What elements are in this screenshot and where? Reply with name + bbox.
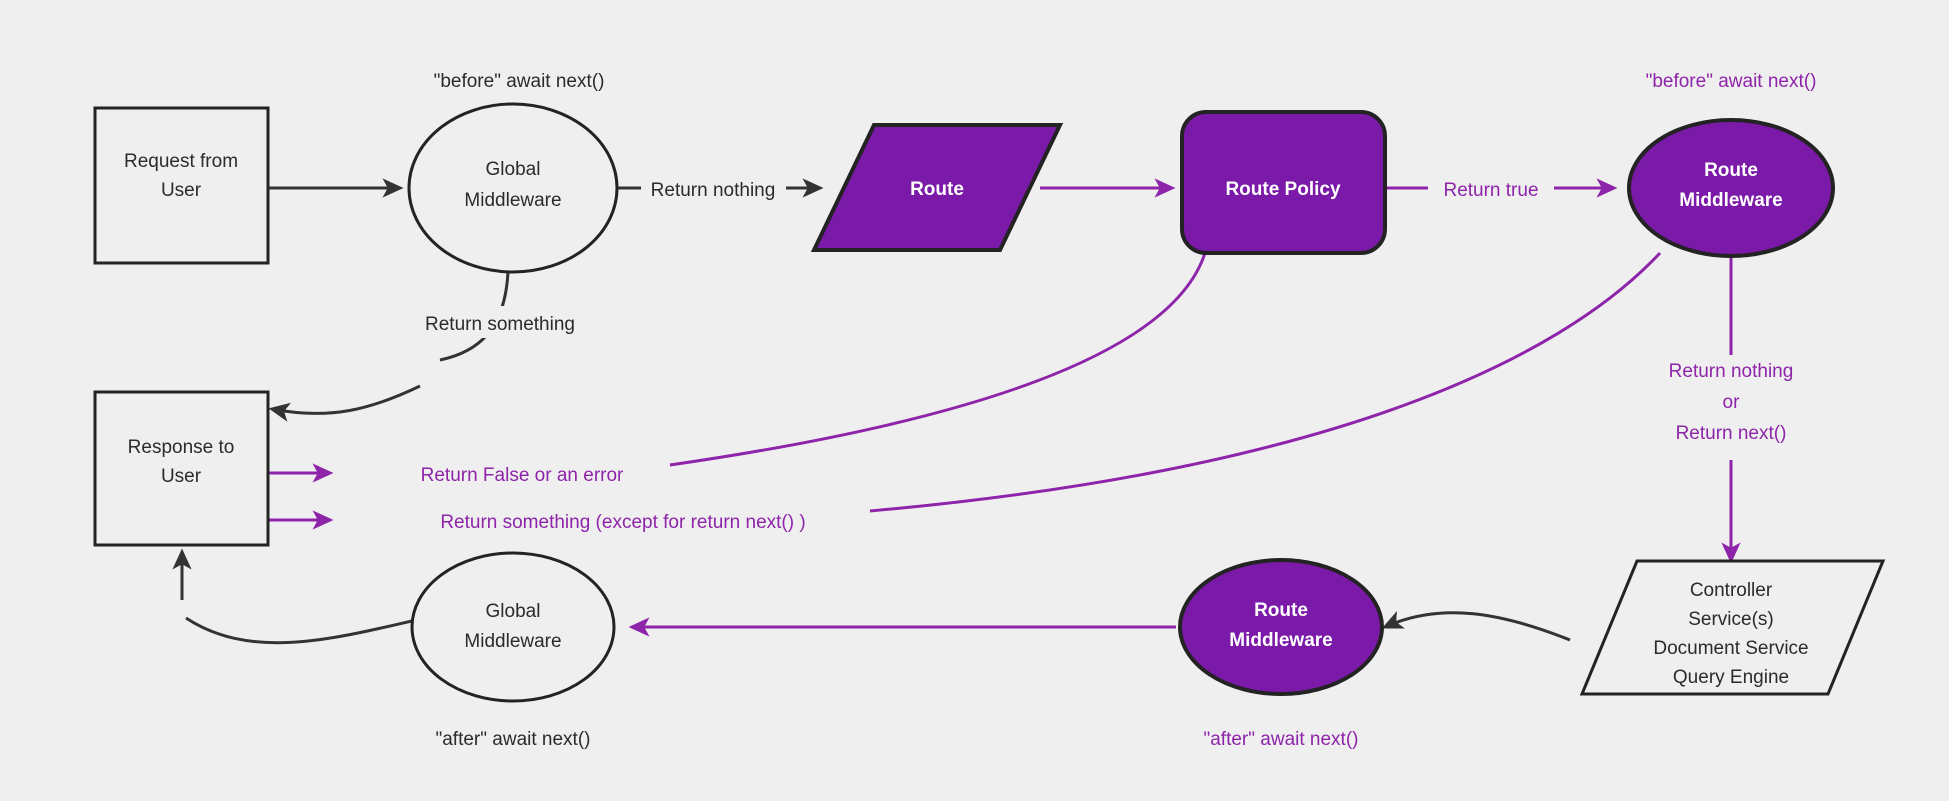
route-middleware-bottom-label-line1: Route [1254, 600, 1308, 621]
node-global-middleware-top[interactable]: Global Middleware [407, 102, 619, 274]
global-middleware-bottom-label-line1: Global [486, 601, 541, 622]
node-global-middleware-bottom[interactable]: Global Middleware [410, 551, 616, 703]
node-route[interactable]: Route [810, 123, 1064, 252]
route-parallelogram[interactable] [810, 123, 1064, 252]
edge-route-middleware-to-response-curve [869, 251, 1662, 513]
request-box[interactable] [93, 106, 270, 265]
request-label-line2: User [161, 180, 202, 201]
controller-line-3: Document Service [1653, 638, 1808, 659]
response-label-line2: User [161, 466, 202, 487]
request-label-line1: Request from [124, 151, 238, 172]
edge-label-return-nothing-line1: Return nothing [1669, 361, 1794, 382]
node-route-middleware-top[interactable]: Route Middleware [1627, 118, 1835, 258]
global-middleware-top-label-line1: Global [486, 159, 541, 180]
edge-label-return-false-or-error: Return False or an error [421, 465, 624, 486]
edge-global-middleware-to-response [268, 384, 421, 422]
node-route-middleware-bottom[interactable]: Route Middleware [1178, 558, 1384, 696]
edge-global-bottom-to-response-curve [185, 616, 417, 645]
controller-line-4: Query Engine [1673, 667, 1789, 688]
edge-label-return-nothing-line3: Return next() [1676, 423, 1787, 444]
response-box[interactable] [93, 390, 270, 547]
node-route-policy[interactable]: Route Policy [1180, 110, 1387, 255]
edge-label-return-nothing-line2: or [1723, 392, 1741, 413]
edge-controller-to-route-middleware-bottom [1381, 611, 1571, 642]
route-middleware-top-label-line1: Route [1704, 160, 1758, 181]
route-middleware-top-label-line2: Middleware [1679, 190, 1782, 211]
route-label: Route [910, 179, 964, 200]
controller-line-2: Service(s) [1688, 609, 1774, 630]
route-middleware-top-ellipse[interactable] [1627, 118, 1835, 258]
note-after-await-next-global: "after" await next() [436, 729, 591, 750]
route-middleware-bottom-ellipse[interactable] [1178, 558, 1384, 696]
node-response-to-user[interactable]: Response to User [93, 390, 270, 547]
label-bg-return-false-or-error [404, 457, 639, 489]
node-controller[interactable]: Controller Service(s) Document Service Q… [1579, 559, 1886, 696]
global-middleware-bottom-ellipse[interactable] [410, 551, 616, 703]
edge-label-return-something: Return something [425, 314, 575, 335]
label-bg-return-something [405, 306, 590, 338]
label-bg-return-true [1428, 172, 1554, 204]
note-before-await-next-route-middleware: "before" await next() [1646, 71, 1817, 92]
label-bg-return-nothing-or-next [1640, 355, 1825, 460]
route-policy-label: Route Policy [1225, 179, 1341, 200]
route-middleware-bottom-label-line2: Middleware [1229, 630, 1332, 651]
edge-label-return-something-except: Return something (except for return next… [440, 512, 805, 533]
global-middleware-bottom-label-line2: Middleware [464, 631, 561, 652]
edge-route-policy-to-response-curve [669, 252, 1207, 467]
note-before-await-next-global: "before" await next() [434, 71, 605, 92]
label-bg-return-nothing [641, 172, 786, 204]
route-policy-box[interactable] [1180, 110, 1387, 255]
controller-parallelogram[interactable] [1579, 559, 1886, 696]
note-after-await-next-route-middleware: "after" await next() [1204, 729, 1359, 750]
controller-line-1: Controller [1690, 580, 1773, 601]
global-middleware-top-label-line2: Middleware [464, 190, 561, 211]
label-bg-return-something-except [404, 504, 842, 536]
response-label-line1: Response to [128, 437, 235, 458]
global-middleware-top-ellipse[interactable] [407, 102, 619, 274]
edge-label-return-nothing: Return nothing [651, 180, 776, 201]
edge-label-return-true: Return true [1443, 180, 1538, 201]
node-request-from-user[interactable]: Request from User [93, 106, 270, 265]
